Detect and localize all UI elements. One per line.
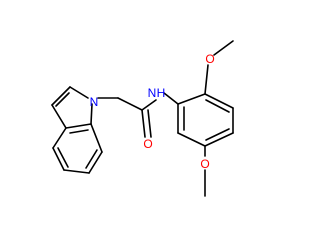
atom-label-amide-hydrogen: H [157, 86, 166, 100]
bond-ar4-ar5 [204, 132, 234, 147]
bond-c7a-n1 [90, 103, 93, 125]
bond-ome-top-me [213, 40, 234, 56]
atom-label-amide-nitrogen: N [148, 86, 157, 100]
structure-canvas: N N H O O O [0, 0, 250, 250]
bond-c5-c6 [63, 169, 90, 174]
atom-label-methoxy-bottom-oxygen: O [200, 157, 209, 171]
bond-ar2-ar3-double [205, 99, 230, 113]
bond-carbonyl-o-double [147, 109, 152, 138]
bond-nh-aryl [163, 92, 179, 105]
bond-c3a-c4 [52, 127, 67, 149]
bond-ar5-ar6 [177, 132, 206, 147]
bond-ar4-ar5-double [205, 128, 230, 141]
bond-c6-c7 [88, 151, 103, 174]
bond-carbonyl-nh [141, 99, 157, 111]
atom-label-indole-nitrogen: N [90, 95, 99, 109]
bond-ar2-ar3 [204, 93, 234, 109]
bond-c3a-c7a-double [69, 129, 89, 134]
bond-ar1-ar2 [177, 93, 206, 105]
bond-c2-c3 [51, 86, 71, 106]
bond-c3a-c7a [65, 123, 92, 129]
bond-ar2-ome-top [204, 64, 209, 95]
bond-c2-c3-double [55, 92, 70, 107]
bond-carbonyl-o [141, 109, 146, 138]
bond-c6-c7-double [85, 149, 98, 169]
atom-labels: N N H O O O [90, 52, 215, 171]
bond-c4-c5 [52, 147, 65, 171]
bond-ch2-carbonyl [117, 97, 143, 111]
bond-c3-c3a [51, 104, 67, 129]
bond-c7-c7a [90, 123, 103, 153]
background [0, 0, 250, 250]
bonds [51, 40, 234, 197]
atom-label-methoxy-top-oxygen: O [205, 52, 214, 66]
atom-label-carbonyl-oxygen: O [143, 137, 152, 151]
bond-n1-c2 [69, 86, 89, 99]
bond-c4-c5-double [57, 147, 69, 168]
